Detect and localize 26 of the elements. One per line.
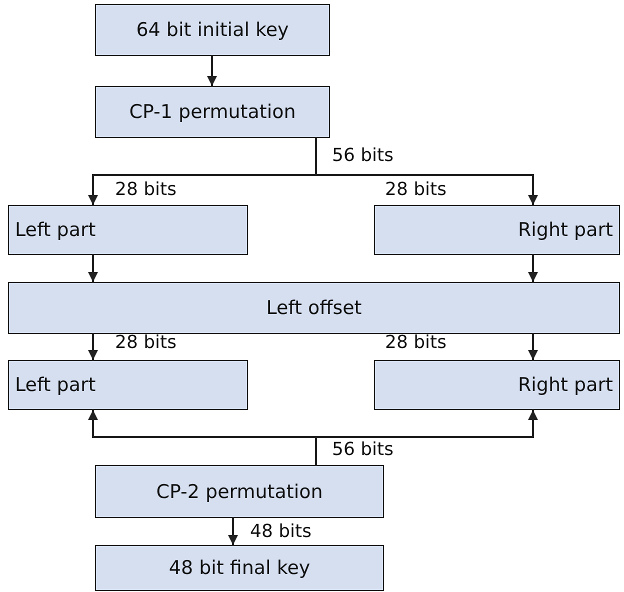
arrow: [228, 518, 238, 545]
arrow: [315, 138, 538, 205]
process-box: [8, 205, 248, 255]
arrow: [88, 334, 98, 360]
arrow: [207, 56, 217, 86]
process-box: [374, 360, 620, 410]
arrow: [88, 255, 98, 282]
box-label: Left part: [15, 219, 96, 241]
arrow: [315, 410, 538, 465]
box-label: Right part: [518, 219, 613, 241]
process-box: [95, 545, 384, 591]
box-label: Left offset: [266, 297, 362, 319]
process-box: [8, 282, 620, 334]
box-label: 64 bit initial key: [136, 19, 289, 41]
process-box: [95, 4, 330, 56]
box-label: CP-1 permutation: [129, 101, 296, 123]
process-box: [95, 86, 330, 138]
box-label: CP-2 permutation: [156, 480, 323, 502]
arrow: [528, 334, 538, 360]
process-box: [95, 465, 384, 518]
box-label: 48 bit final key: [168, 557, 310, 579]
process-box: [374, 205, 620, 255]
box-label: Left part: [15, 374, 96, 396]
process-box: [8, 360, 248, 410]
box-label: Right part: [518, 374, 613, 396]
arrow: [528, 255, 538, 282]
